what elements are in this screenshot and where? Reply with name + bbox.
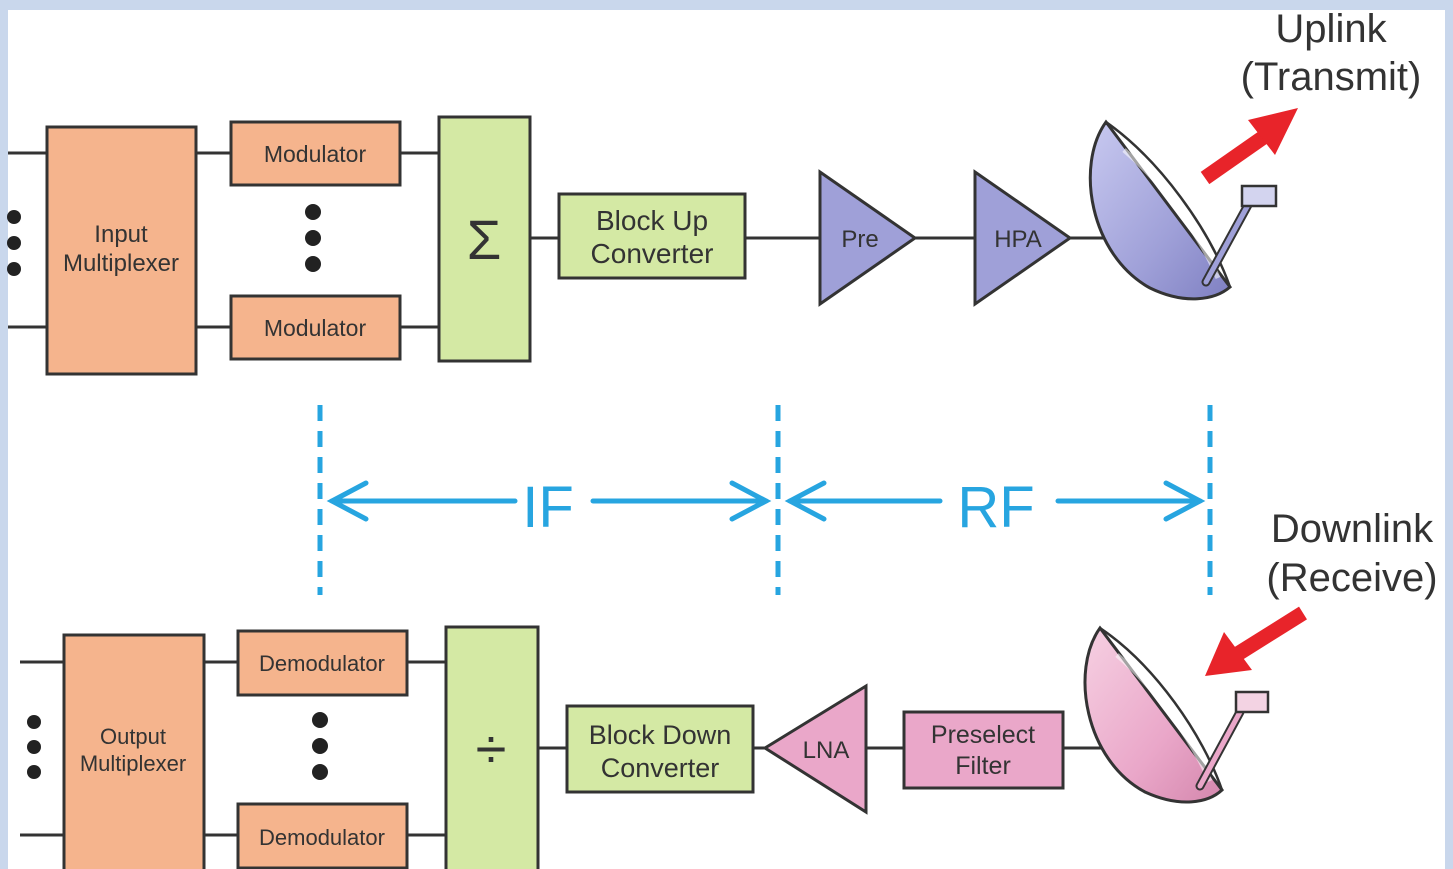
- uplink-arrow-icon: [1200, 108, 1298, 185]
- downlink-title-2: (Receive): [1266, 556, 1437, 600]
- pre-amplifier-label: Pre: [841, 226, 878, 253]
- input-multiplexer-label-2: Multiplexer: [63, 250, 179, 277]
- if-arrow-icon: [326, 480, 772, 522]
- block-down-converter-label-2: Converter: [601, 753, 720, 783]
- downlink-chain: Output Multiplexer Demodulator Demodulat…: [20, 507, 1438, 869]
- splitter-symbol: ÷: [476, 717, 507, 780]
- output-ellipsis-icon: [27, 715, 41, 779]
- summer-block: [437, 115, 532, 363]
- modulator-ellipsis-icon: [305, 204, 321, 272]
- input-multiplexer-label-1: Input: [94, 221, 148, 248]
- pre-amplifier-triangle: [818, 169, 918, 307]
- summer-symbol: Σ: [467, 208, 502, 271]
- modulator-top-block: [229, 120, 402, 187]
- band-divider-lines: [317, 405, 1213, 595]
- splitter-block: [444, 625, 540, 869]
- uplink-title-1: Uplink: [1275, 7, 1387, 51]
- lna-label: LNA: [803, 737, 850, 764]
- hpa-triangle: [973, 169, 1073, 307]
- output-multiplexer-label-2: Multiplexer: [80, 751, 186, 776]
- block-down-converter-block: [565, 704, 755, 794]
- downlink-wires: [20, 660, 1110, 837]
- preselect-filter-label-2: Filter: [955, 752, 1011, 780]
- downlink-title-1: Downlink: [1271, 507, 1434, 551]
- preselect-filter-label-1: Preselect: [931, 721, 1035, 749]
- hpa-label: HPA: [994, 226, 1042, 253]
- demodulator-bottom-label: Demodulator: [259, 825, 385, 850]
- demodulator-top-block: [236, 629, 409, 697]
- uplink-title-2: (Transmit): [1241, 55, 1422, 99]
- if-label: IF: [522, 475, 574, 540]
- block-up-converter-label-1: Block Up: [596, 205, 708, 236]
- preselect-filter-block: [902, 710, 1065, 790]
- uplink-chain: Input Multiplexer Modulator Modulator Σ …: [7, 7, 1422, 376]
- uplink-dish-icon: [1088, 119, 1278, 301]
- modulator-top-label: Modulator: [264, 141, 367, 167]
- block-up-converter-label-2: Converter: [591, 238, 714, 269]
- input-multiplexer-block: [45, 125, 198, 376]
- downlink-arrow-icon: [1205, 606, 1307, 676]
- demodulator-ellipsis-icon: [312, 712, 328, 780]
- output-multiplexer-block: [62, 633, 206, 869]
- output-multiplexer-label-1: Output: [100, 724, 166, 749]
- block-up-converter-block: [557, 192, 747, 280]
- modulator-bottom-block: [229, 294, 402, 361]
- band-markers: IF RF: [317, 405, 1213, 595]
- block-down-converter-label-1: Block Down: [589, 720, 732, 750]
- modulator-bottom-label: Modulator: [264, 315, 367, 341]
- demodulator-top-label: Demodulator: [259, 651, 385, 676]
- rf-arrow-icon: [784, 480, 1206, 522]
- rf-label: RF: [957, 475, 1034, 540]
- input-ellipsis-icon: [7, 210, 21, 276]
- lna-triangle: [762, 683, 868, 815]
- downlink-dish-icon: [1083, 625, 1270, 804]
- demodulator-bottom-block: [236, 802, 409, 869]
